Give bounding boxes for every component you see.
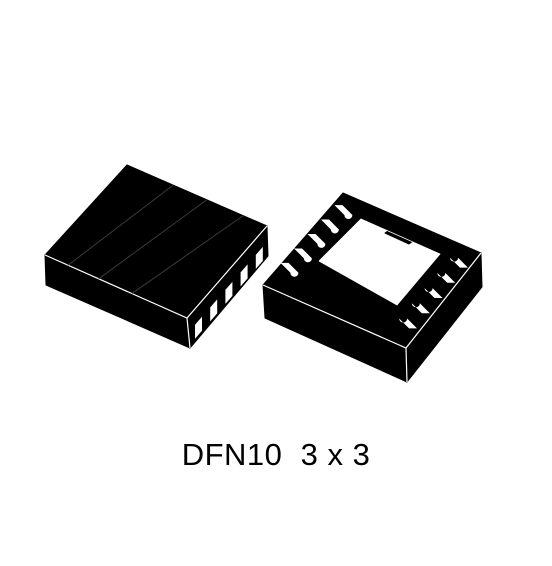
- dfn10-package-bottom-view-icon: [262, 192, 483, 383]
- vertical-edge-2: [405, 347, 408, 383]
- solder-pad: [294, 248, 312, 263]
- lead-slot: [225, 281, 233, 304]
- pad-outline: [318, 218, 441, 306]
- pad-notch-lower: [317, 288, 361, 314]
- hatch-line: [67, 184, 174, 266]
- solder-pad: [307, 234, 326, 248]
- hatch-line: [98, 199, 208, 280]
- solder-pad: [450, 257, 468, 268]
- right-side-pads: [399, 257, 468, 329]
- solder-pad: [280, 262, 299, 277]
- hatch-line: [131, 215, 244, 294]
- right-side-leads: [195, 246, 263, 339]
- left-side-pads: [280, 205, 353, 277]
- pad-notch-upper: [384, 224, 421, 245]
- solder-pad: [424, 288, 443, 298]
- solder-pad: [334, 205, 353, 220]
- lead-slot: [255, 246, 263, 269]
- dfn10-package-top-view-icon: [44, 164, 269, 349]
- solder-pad: [437, 272, 456, 283]
- vertical-edge: [186, 317, 191, 349]
- lead-slot: [240, 264, 248, 287]
- package-caption: DFN10 3 x 3: [181, 437, 371, 472]
- solder-pad: [399, 318, 418, 329]
- lead-slot: [195, 316, 202, 339]
- exposed-thermal-pad: [319, 219, 440, 305]
- lead-slot: [210, 299, 218, 322]
- solder-pad: [411, 303, 430, 314]
- top-face-hatching: [67, 184, 244, 294]
- solder-pad: [320, 219, 339, 234]
